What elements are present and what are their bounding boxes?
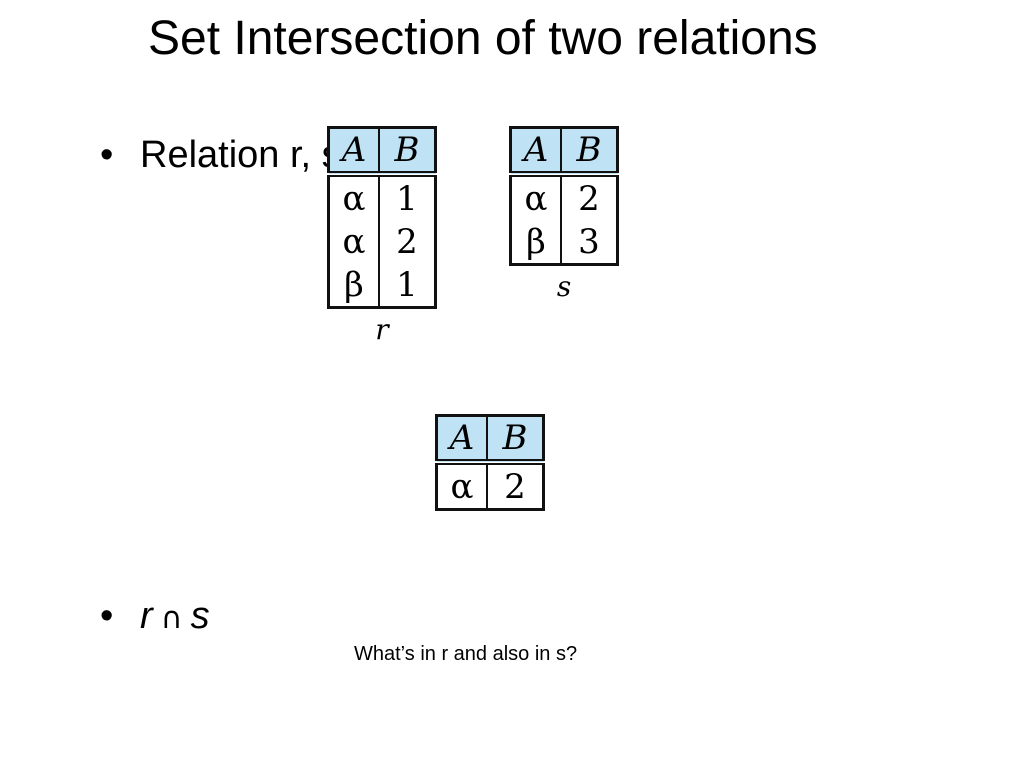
cell-a: α bbox=[342, 178, 366, 219]
relation-s-label: s bbox=[556, 270, 572, 303]
header-cell-b: B bbox=[378, 127, 436, 177]
cell-a: β bbox=[344, 264, 364, 305]
cell-a: β bbox=[526, 221, 546, 262]
cell-b: 2 bbox=[378, 220, 436, 263]
slide-title: Set Intersection of two relations bbox=[148, 12, 818, 65]
operand-r: r bbox=[140, 595, 153, 637]
cell-b: 2 bbox=[560, 174, 618, 220]
header-cell-a: A bbox=[328, 127, 379, 177]
cell-b: 1 bbox=[378, 263, 436, 308]
header-row: A B bbox=[328, 127, 436, 177]
cell-b: 3 bbox=[560, 220, 618, 265]
bullet-text: Relation r, s: bbox=[140, 134, 352, 176]
header-row: A B bbox=[436, 415, 544, 465]
bullet-marker: • bbox=[100, 134, 114, 176]
header-row: A B bbox=[510, 127, 618, 177]
operand-s: s bbox=[190, 595, 210, 637]
table-row: α 2 bbox=[511, 174, 618, 220]
table-row: α 2 bbox=[329, 220, 436, 263]
header-cell-a: A bbox=[436, 415, 487, 465]
relation-result: A B α 2 bbox=[435, 414, 545, 511]
relation-r-label: r bbox=[375, 313, 389, 346]
cell-a: α bbox=[524, 178, 548, 219]
header-cell-a: A bbox=[510, 127, 561, 177]
intersection-expression: r∩s bbox=[140, 595, 210, 637]
table-row: β 3 bbox=[511, 220, 618, 265]
cell-a: α bbox=[342, 221, 366, 262]
bullet-relations: • Relation r, s: bbox=[100, 133, 351, 177]
relation-r-table: A B α 1 α 2 β 1 bbox=[327, 126, 437, 309]
intersection-operator: ∩ bbox=[160, 601, 183, 636]
relation-s-table: A B α 2 β 3 bbox=[509, 126, 619, 266]
explanation-note: What’s in r and also in s? bbox=[354, 643, 578, 665]
cell-a: α bbox=[450, 466, 474, 507]
relation-result-table: A B α 2 bbox=[435, 414, 545, 511]
table-row: α 1 bbox=[329, 174, 436, 220]
table-row: α 2 bbox=[437, 462, 544, 510]
cell-b: 2 bbox=[486, 462, 544, 510]
header-cell-b: B bbox=[486, 415, 544, 465]
relation-s: A B α 2 β 3 s bbox=[509, 126, 619, 303]
relation-r: A B α 1 α 2 β 1 r bbox=[327, 126, 437, 346]
bullet-intersection: • r∩s bbox=[100, 594, 210, 641]
cell-b: 1 bbox=[378, 174, 436, 220]
bullet-marker: • bbox=[100, 595, 114, 637]
header-cell-b: B bbox=[560, 127, 618, 177]
table-row: β 1 bbox=[329, 263, 436, 308]
